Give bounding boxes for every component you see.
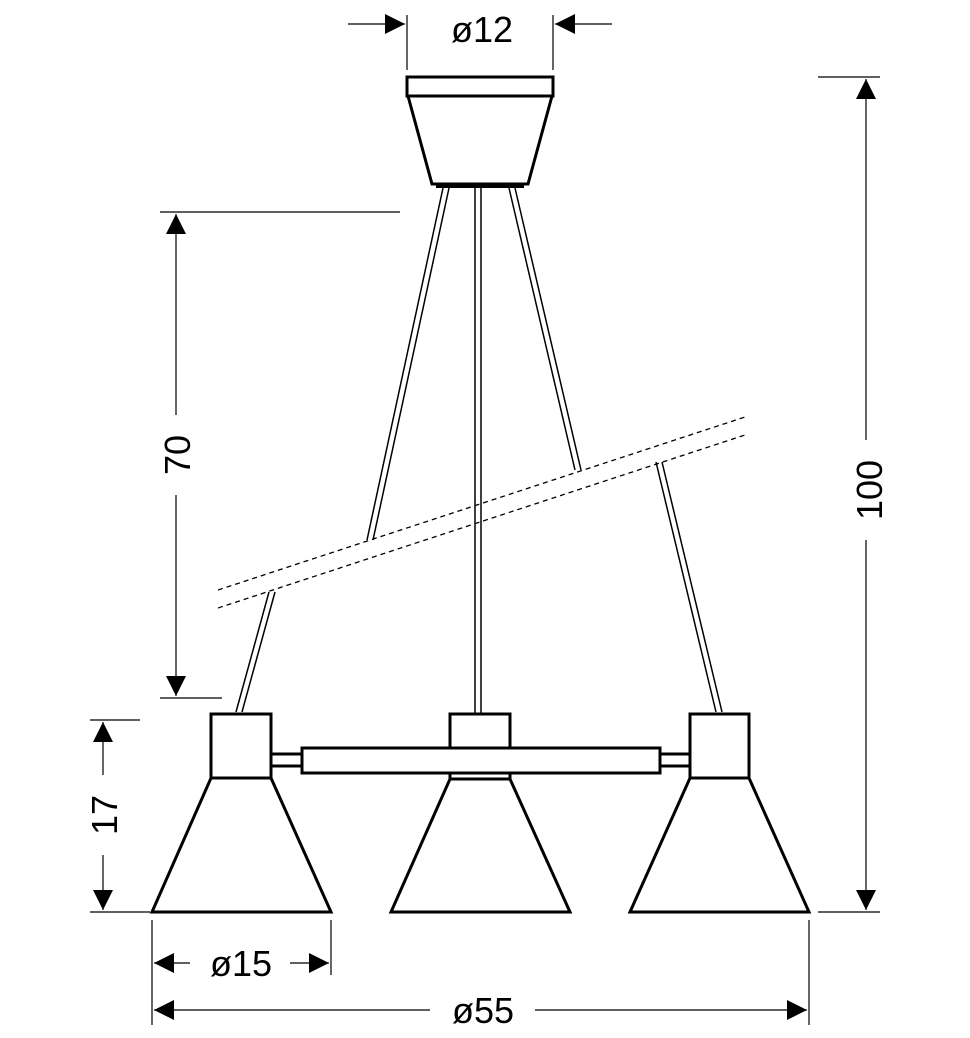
dimension-shade-height: 17 xyxy=(84,795,125,835)
dimension-total-diameter: ø55 xyxy=(452,990,514,1031)
ceiling-canopy xyxy=(405,75,555,188)
dimension-cable-length: 70 xyxy=(157,435,198,475)
dimension-lines xyxy=(90,14,880,1025)
lamp-head-right xyxy=(627,712,812,914)
dimension-shade-diameter: ø15 xyxy=(210,943,272,984)
break-lines xyxy=(217,416,746,609)
lamp-bar xyxy=(269,712,692,781)
cables xyxy=(235,187,723,714)
lamp-head-center xyxy=(388,777,573,914)
dimension-total-height: 100 xyxy=(849,460,890,520)
lamp-head-left xyxy=(149,712,334,914)
dimension-canopy-diameter: ø12 xyxy=(451,9,513,50)
